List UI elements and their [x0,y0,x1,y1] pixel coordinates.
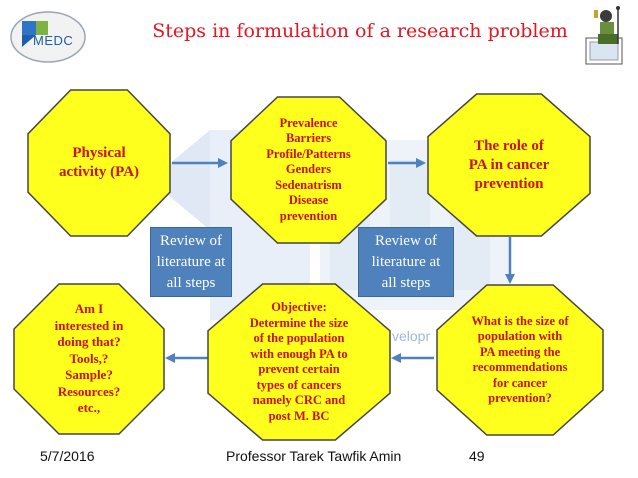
node-am-i-interested: Am I interested in doing that? Tools,? S… [14,284,164,434]
node-objective: Objective: Determine the size of the pop… [208,284,390,440]
footer-page-number: 49 [469,448,485,464]
pharaoh-figure-icon [585,6,623,65]
medc-logo [10,11,86,63]
watermark-text: velopr [392,328,431,344]
footer-date: 5/7/2016 [40,448,95,464]
node-text: Physical activity (PA) [58,145,140,180]
node-text: Am I interested in doing that? Tools,? S… [54,301,124,416]
node-prevalence: Prevalence Barriers Profile/Patterns Gen… [231,97,386,243]
footer-author: Professor Tarek Tawfik Amin [226,448,402,464]
node-size-of-population: What is the size of population with PA m… [437,285,603,435]
review-of-literature-box-right: Review of literature at all steps [358,227,454,297]
slide-title: Steps in formulation of a research probl… [152,20,568,42]
logo-text: MEDC [33,33,74,48]
node-physical-activity: Physical activity (PA) [28,90,170,236]
node-text: What is the size of population with PA m… [471,313,569,406]
review-text: Review of literature at all steps [156,232,226,291]
node-role-of-pa: The role of PA in cancer prevention [428,94,590,236]
node-text: Objective: Determine the size of the pop… [249,300,349,423]
review-text: Review of literature at all steps [371,232,441,291]
review-of-literature-box-left: Review of literature at all steps [150,227,232,297]
node-text: The role of PA in cancer prevention [468,137,550,192]
node-text: Prevalence Barriers Profile/Patterns Gen… [266,115,351,223]
